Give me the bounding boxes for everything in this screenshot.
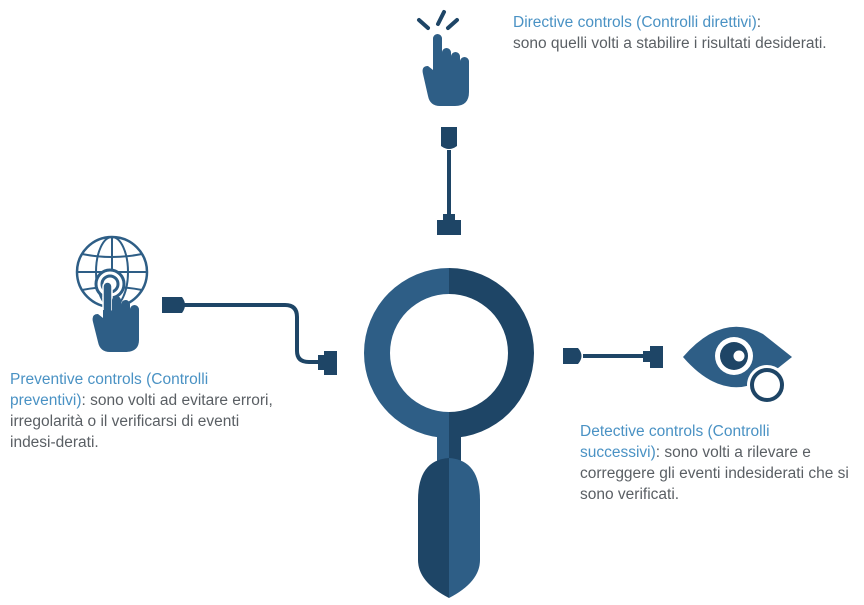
detective-caption: Detective controls (Controlli successivi… <box>580 421 850 505</box>
detective-title: Detective controls (Controlli successivi… <box>580 423 770 461</box>
pointing-hand-icon <box>417 10 469 106</box>
magnifying-glass-icon <box>364 268 534 598</box>
directive-title: Directive controls (Controlli direttivi) <box>513 14 757 31</box>
preventive-connector <box>162 297 337 375</box>
detective-body: : sono volti a rilevare e correggere gli… <box>580 444 849 503</box>
globe-touch-icon <box>75 235 149 352</box>
preventive-title: Preventive controls (Controlli preventiv… <box>10 371 209 409</box>
directive-connector <box>437 127 461 235</box>
preventive-caption: Preventive controls (Controlli preventiv… <box>10 369 280 453</box>
preventive-body: : sono volti ad evitare errori, irregola… <box>10 392 273 451</box>
directive-caption: Directive controls (Controlli direttivi)… <box>513 14 827 52</box>
directive-body: sono quelli volti a stabilire i risultat… <box>513 35 827 52</box>
eye-magnifier-icon <box>683 326 792 405</box>
detective-connector <box>563 346 663 368</box>
